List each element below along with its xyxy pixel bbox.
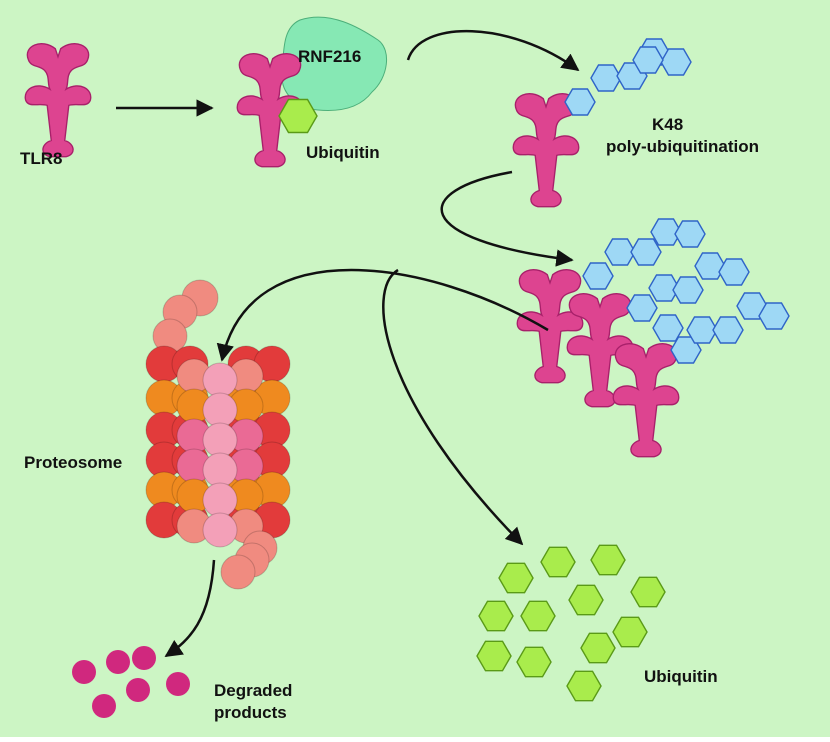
chain-hexagon-icon [758,302,790,330]
proteasome-icon [145,279,291,590]
degraded-product-dot-icon [106,650,130,674]
k48-chain-hexagon-icon [564,88,596,116]
free-ubiquitin-hexagon-icon [580,632,616,664]
tlr8-receptor-icon [24,43,92,158]
poly-ubiquitination-label: poly-ubiquitination [606,137,759,156]
degraded-product-dot-icon [126,678,150,702]
chain-hexagon-icon [672,276,704,304]
ubiquitin-tag-label: Ubiquitin [306,143,380,162]
tlr8-label: TLR8 [20,149,63,168]
chain-hexagon-icon [674,220,706,248]
free-ubiquitin-hexagon-icon [498,562,534,594]
rnf216-label: RNF216 [298,47,361,66]
chain-hexagon-icon [694,252,726,280]
degraded-label: Degraded [214,681,292,700]
arrow-to-k48-polyubiquitination [406,29,580,72]
proteosome-label: Proteosome [24,453,122,472]
proteasome-bead [202,422,238,458]
degraded-product-dot-icon [72,660,96,684]
chain-hexagon-icon [712,316,744,344]
chain-hexagon-icon [650,218,682,246]
proteasome-bead [202,452,238,488]
chain-hexagon-icon [582,262,614,290]
proteasome-bead [202,392,238,428]
chain-hexagon-icon [686,316,718,344]
k48-chain-hexagon-icon [632,46,664,74]
free-ubiquitin-hexagon-icon [566,670,602,702]
free-ubiquitin-hexagon-icon [520,600,556,632]
chain-hexagon-icon [648,274,680,302]
free-ubiquitin-hexagon-icon [540,546,576,578]
proteasome-bead [202,362,238,398]
free-ubiquitin-hexagon-icon [630,576,666,608]
arrow-to-proteasome [216,268,549,362]
free-ubiquitin-hexagon-icon [478,600,514,632]
chain-hexagon-icon [630,238,662,266]
free-ubiquitin-hexagon-icon [568,584,604,616]
free-ubiquitin-hexagon-icon [590,544,626,576]
arrow-to-degraded-products [164,559,216,658]
chain-hexagon-icon [736,292,768,320]
degraded-product-dot-icon [132,646,156,670]
free-ubiquitin-hexagon-icon [612,616,648,648]
degraded-product-dot-icon [92,694,116,718]
k48-chain-hexagon-icon [660,48,692,76]
ubiquitinated-receptor-icon [236,53,304,168]
k48-chain-hexagon-icon [590,64,622,92]
chain-hexagon-icon [626,294,658,322]
proteasome-bead [220,554,256,590]
products-label: products [214,703,287,722]
chain-hexagon-icon [604,238,636,266]
free-ubiquitin-hexagon-icon [516,646,552,678]
arrow-to-free-ubiquitin [382,268,524,546]
ubiquitin-free-label: Ubiquitin [644,667,718,686]
degraded-product-dot-icon [166,672,190,696]
free-ubiquitin-hexagon-icon [476,640,512,672]
k48-label: K48 [652,115,683,134]
chain-hexagon-icon [718,258,750,286]
proteasome-bead [202,482,238,518]
ubiquitin-monomer-icon [278,98,318,134]
proteasome-bead [202,512,238,548]
arrow-to-multiple-receptors [440,170,574,267]
receptor-icon-1 [516,269,584,384]
